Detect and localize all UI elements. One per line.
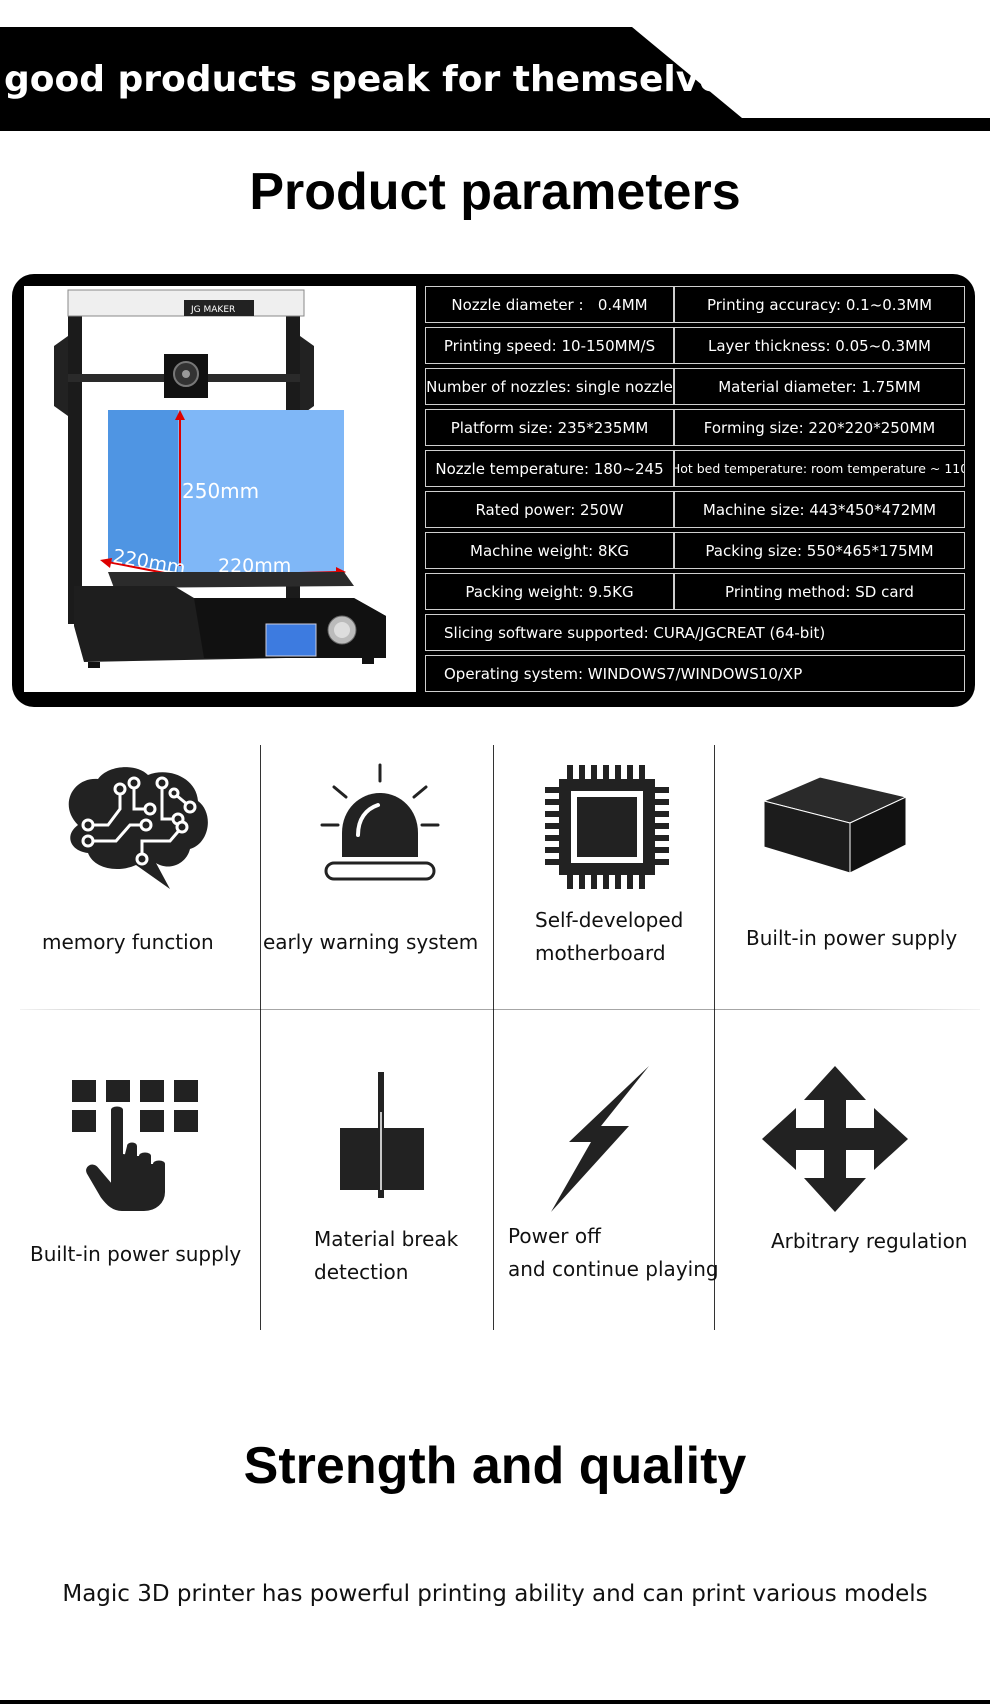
spec-cell: Machine weight: 8KG bbox=[425, 532, 674, 569]
feature-label: Built-in power supply bbox=[746, 926, 958, 950]
feature-label: Material break bbox=[314, 1227, 459, 1251]
spec-cell: Operating system: WINDOWS7/WINDOWS10/XP bbox=[425, 655, 965, 692]
spec-row: Packing weight: 9.5KG Printing method: S… bbox=[425, 573, 965, 610]
spec-cell: Nozzle diameter : 0.4MM bbox=[425, 286, 674, 323]
bottom-rule bbox=[0, 1700, 990, 1704]
spec-row: Number of nozzles: single nozzle Materia… bbox=[425, 368, 965, 405]
spec-cell: Packing weight: 9.5KG bbox=[425, 573, 674, 610]
feature-label: memory function bbox=[42, 930, 214, 954]
spec-panel: JG MAKER 250mm 220mm 220mm bbox=[12, 274, 975, 707]
banner-slogan: good products speak for themselves ! bbox=[4, 59, 774, 100]
feature-label: detection bbox=[314, 1260, 409, 1284]
feature-label: motherboard bbox=[535, 941, 666, 965]
alarm-light-icon bbox=[320, 763, 440, 881]
feature-label: Power off bbox=[508, 1224, 601, 1248]
spec-row-full: Slicing software supported: CURA/JGCREAT… bbox=[425, 614, 965, 651]
banner-shape bbox=[0, 27, 990, 131]
grid-divider bbox=[714, 745, 715, 1330]
brain-circuit-icon bbox=[68, 767, 208, 889]
lightning-icon bbox=[551, 1066, 649, 1212]
spec-cell: Printing accuracy: 0.1~0.3MM bbox=[674, 286, 965, 323]
grid-divider bbox=[493, 745, 494, 1330]
grid-divider bbox=[20, 1009, 980, 1010]
product-photo: JG MAKER 250mm 220mm 220mm bbox=[24, 286, 416, 692]
feature-arbitrary-regulation: Arbitrary regulation bbox=[714, 1010, 990, 1330]
feature-power-off-resume: Power off and continue playing bbox=[493, 1010, 719, 1330]
chip-icon bbox=[545, 765, 669, 889]
four-way-arrows-icon bbox=[762, 1066, 908, 1212]
feature-label: early warning system bbox=[263, 930, 479, 954]
spec-cell: Printing method: SD card bbox=[674, 573, 965, 610]
spec-cell: Forming size: 220*220*250MM bbox=[674, 409, 965, 446]
spec-cell: Material diameter: 1.75MM bbox=[674, 368, 965, 405]
feature-label: Self-developed bbox=[535, 908, 684, 932]
feature-memory-function: memory function bbox=[0, 745, 260, 1009]
spec-cell: Platform size: 235*235MM bbox=[425, 409, 674, 446]
feature-early-warning: early warning system bbox=[260, 745, 493, 1009]
touch-keypad-icon bbox=[72, 1080, 198, 1212]
spec-row: Rated power: 250W Machine size: 443*450*… bbox=[425, 491, 965, 528]
top-banner: good products speak for themselves ! bbox=[0, 27, 990, 131]
feature-keypad: Built-in power supply bbox=[0, 1010, 260, 1330]
brand-logo: JG MAKER bbox=[190, 305, 235, 315]
spec-cell: Printing speed: 10-150MM/S bbox=[425, 327, 674, 364]
section-title-strength: Strength and quality bbox=[243, 1437, 747, 1495]
section-title-parameters: Product parameters bbox=[249, 163, 741, 221]
feature-label: Arbitrary regulation bbox=[771, 1229, 968, 1253]
spec-cell: Number of nozzles: single nozzle bbox=[425, 368, 674, 405]
height-dimension-label: 250mm bbox=[182, 479, 259, 503]
tagline: Magic 3D printer has powerful printing a… bbox=[62, 1581, 928, 1607]
spec-cell: Nozzle temperature: 180~245 bbox=[425, 450, 674, 487]
power-box-icon bbox=[762, 776, 908, 874]
feature-label: and continue playing bbox=[508, 1257, 719, 1281]
spec-cell: Machine size: 443*450*472MM bbox=[674, 491, 965, 528]
spec-row: Machine weight: 8KG Packing size: 550*46… bbox=[425, 532, 965, 569]
feature-material-break: Material break detection bbox=[260, 1010, 493, 1330]
spec-row-full: Operating system: WINDOWS7/WINDOWS10/XP bbox=[425, 655, 965, 692]
feature-power-supply: Built-in power supply bbox=[714, 745, 990, 1009]
spec-row: Nozzle diameter : 0.4MM Printing accurac… bbox=[425, 286, 965, 323]
filament-sensor-icon bbox=[340, 1072, 424, 1204]
spec-cell: Layer thickness: 0.05~0.3MM bbox=[674, 327, 965, 364]
grid-divider bbox=[260, 745, 261, 1330]
spec-row: Nozzle temperature: 180~245 Hot bed temp… bbox=[425, 450, 965, 487]
spec-cell: Packing size: 550*465*175MM bbox=[674, 532, 965, 569]
spec-row: Printing speed: 10-150MM/S Layer thickne… bbox=[425, 327, 965, 364]
feature-motherboard: Self-developed motherboard bbox=[493, 745, 714, 1009]
spec-row: Platform size: 235*235MM Forming size: 2… bbox=[425, 409, 965, 446]
feature-label: Built-in power supply bbox=[30, 1242, 242, 1266]
spec-cell: Slicing software supported: CURA/JGCREAT… bbox=[425, 614, 965, 651]
printer-illustration: JG MAKER 250mm 220mm 220mm bbox=[54, 289, 386, 668]
width-dimension-label: 220mm bbox=[218, 555, 291, 577]
spec-cell: Rated power: 250W bbox=[425, 491, 674, 528]
spec-cell: Hot bed temperature: room temperature ~ … bbox=[674, 450, 965, 487]
feature-grid: memory function early warning system bbox=[0, 745, 990, 1335]
